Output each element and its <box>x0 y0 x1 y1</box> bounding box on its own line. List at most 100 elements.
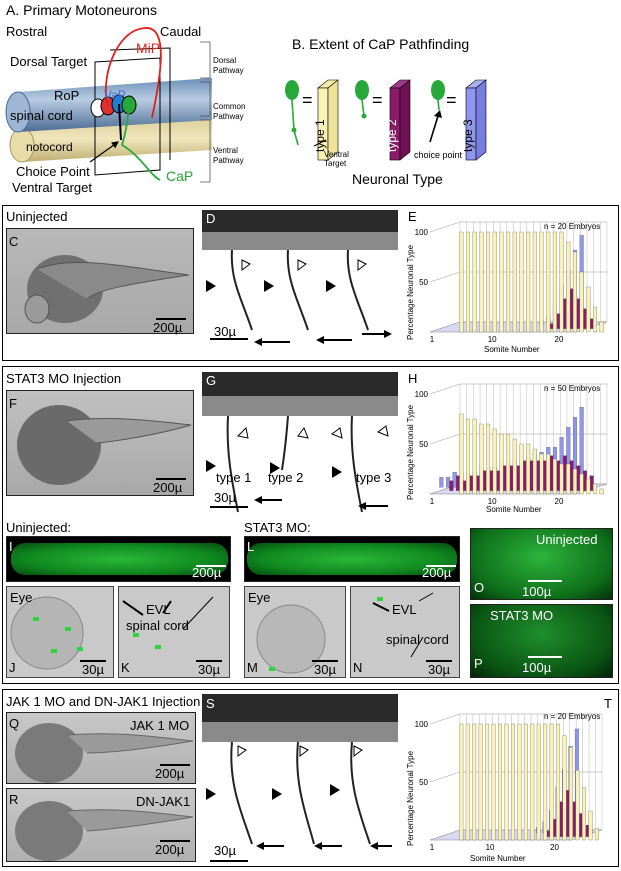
x-tick-label: 1 <box>430 335 435 344</box>
scale-bar-f <box>156 478 186 480</box>
bar-type-2 <box>469 475 474 491</box>
bar-type-1 <box>465 723 470 841</box>
bar-type-1 <box>532 231 537 333</box>
bar-type-1 <box>486 423 491 495</box>
bar-type-1 <box>519 443 524 495</box>
scale-bar-m <box>312 660 338 662</box>
panel-label-t: T <box>604 696 612 711</box>
equals-2: = <box>372 90 383 110</box>
y-grid-side <box>429 383 461 395</box>
scale-l: 200µ <box>422 565 452 580</box>
equals-3: = <box>446 90 457 110</box>
n-embryos-h: n = 50 Embryos <box>544 384 601 393</box>
type3-box-label: type 3 <box>461 119 475 152</box>
neurons-image-s <box>202 694 398 860</box>
bar-type-2 <box>562 455 567 491</box>
x-tick-label: 20 <box>550 843 559 852</box>
bar-type-2 <box>456 475 461 491</box>
bar-type-1 <box>588 810 593 841</box>
bar-type-1 <box>499 231 504 333</box>
panel-label-i: I <box>9 539 13 554</box>
bar-type-2 <box>462 480 467 491</box>
fluor-image-l <box>244 536 460 582</box>
scale-d: 30µ <box>214 324 236 339</box>
y-grid-side <box>429 713 461 725</box>
bar-type-1 <box>498 723 502 841</box>
x-tick-label: 20 <box>555 335 564 344</box>
bar-type-2 <box>476 475 481 491</box>
bar-type-2 <box>556 460 561 491</box>
scale-bar-l <box>426 565 456 567</box>
panel-label-n: N <box>353 660 363 675</box>
scale-bar-g <box>210 506 248 508</box>
panel-label-s: S <box>206 696 215 711</box>
panel-label-e: E <box>408 209 417 224</box>
mip-label: MiP <box>136 40 161 56</box>
panel-label-j: J <box>9 660 16 675</box>
bar-type-2 <box>496 470 501 491</box>
bar-type-1 <box>566 241 571 333</box>
panel-label-g: G <box>206 373 217 388</box>
bar-type-1 <box>485 723 490 841</box>
bar-type-2 <box>576 465 581 491</box>
scale-bar-n <box>426 660 452 662</box>
jak1-title: JAK 1 MO and DN-JAK1 Injection <box>6 694 201 709</box>
bar-type-1 <box>492 428 497 495</box>
evl-n-label: EVL <box>392 602 417 617</box>
bar-type-1 <box>512 438 517 495</box>
bar-type-1 <box>530 723 535 841</box>
bar-type-1 <box>592 306 597 333</box>
bar-type-1 <box>486 231 491 333</box>
y-tick-label: 100 <box>415 390 429 399</box>
scale-bar-k <box>196 660 222 662</box>
bar-type-3 <box>452 472 457 488</box>
dic-image-k <box>118 586 230 678</box>
embryo-image-f <box>6 390 194 496</box>
bar-type-1 <box>539 453 544 495</box>
scale-s: 30µ <box>214 843 236 858</box>
notochord-label: notocord <box>26 140 73 154</box>
neurons-image-d <box>202 210 398 354</box>
scale-bar-s <box>210 860 248 862</box>
stat3mo-colon-label: STAT3 MO: <box>244 520 311 535</box>
bar-type-1 <box>506 433 511 495</box>
bar-type-2 <box>582 470 587 491</box>
fluor-image-i <box>6 536 231 582</box>
bar-type-1 <box>472 418 477 495</box>
bar-type-2 <box>549 455 554 491</box>
fluor-image-p <box>470 604 613 678</box>
x-tick-label: 10 <box>486 843 495 852</box>
bar-type-1 <box>472 723 477 841</box>
bar-type-1 <box>459 413 464 495</box>
ylabel-t: Percentage Neuronal Type <box>406 750 415 846</box>
bar-type-1 <box>459 231 464 333</box>
panel-label-o: O <box>474 580 485 595</box>
y-tick-label: 50 <box>419 278 428 287</box>
y-grid-side <box>429 771 461 783</box>
scale-bar-o <box>528 580 562 582</box>
y-tick-label: 100 <box>415 228 429 237</box>
panel-uninjected <box>2 205 619 361</box>
bar-type-1 <box>579 271 584 333</box>
rop-label: RoP <box>54 88 80 103</box>
bar-type-3 <box>439 477 444 488</box>
xlabel-e: Somite Number <box>484 345 540 354</box>
bar-type-1 <box>559 231 564 333</box>
y-tick-label: 50 <box>419 778 428 787</box>
bar-type-1 <box>536 723 541 841</box>
scale-m: 30µ <box>314 662 336 677</box>
bar-type-1 <box>566 463 571 495</box>
rostral-label: Rostral <box>6 24 48 39</box>
g-type3-label: type 3 <box>356 470 392 485</box>
stat3mo-p-label: STAT3 MO <box>490 608 554 623</box>
choice-point-label: Choice Point <box>16 164 90 179</box>
scale-k: 30µ <box>198 662 220 677</box>
embryo-image-c <box>6 228 194 334</box>
bar-type-1 <box>586 286 591 333</box>
scale-o: 100µ <box>522 584 552 599</box>
spinal-cord-label: spinal cord <box>10 108 73 123</box>
bar-type-1 <box>579 473 584 495</box>
